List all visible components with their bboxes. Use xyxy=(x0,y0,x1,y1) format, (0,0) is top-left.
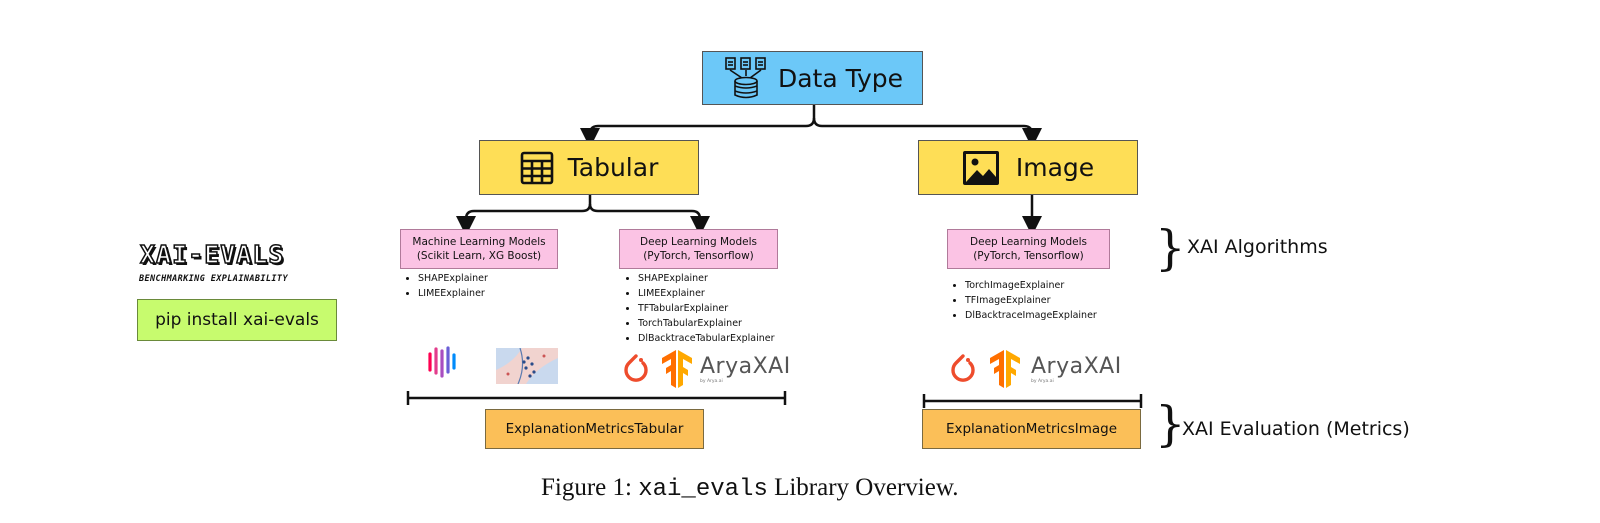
xai-evals-logo-title: XAI-EVALS xyxy=(139,239,285,270)
algorithms-brace: } xyxy=(1155,220,1186,276)
tabular-node: Tabular xyxy=(479,140,699,195)
shap-logo-icon xyxy=(428,346,456,378)
aryaxai-byline: by Arya.ai xyxy=(700,379,723,384)
tensorflow-logo-icon xyxy=(662,350,692,388)
list-item: TorchImageExplainer xyxy=(965,278,1097,293)
data-type-label: Data Type xyxy=(777,63,904,93)
list-item: TFTabularExplainer xyxy=(638,301,775,316)
aryaxai-wordmark: AryaXAI xyxy=(1031,354,1122,379)
list-item: TorchTabularExplainer xyxy=(638,316,775,331)
tensorflow-logo-icon xyxy=(990,350,1020,388)
arrow-root-branches xyxy=(580,104,816,148)
xai-evals-logo-subtitle: BENCHMARKING EXPLAINABILITY xyxy=(139,274,288,284)
metrics-tabular-label: ExplanationMetricsTabular xyxy=(505,421,684,437)
table-icon xyxy=(520,151,553,184)
caption-prefix: Figure 1: xyxy=(541,474,639,501)
model-title: Deep Learning Models xyxy=(970,236,1087,248)
metrics-image-node: ExplanationMetricsImage xyxy=(922,409,1141,449)
list-item: LIMEExplainer xyxy=(418,286,488,301)
dl-image-models-node: Deep Learning Models (PyTorch, Tensorflo… xyxy=(947,229,1110,269)
evaluation-brace: } xyxy=(1155,396,1186,452)
xai-evaluation-label: XAI Evaluation (Metrics) xyxy=(1182,418,1410,440)
pytorch-logo-icon xyxy=(624,354,648,382)
aryaxai-logo: AryaXAI by Arya.ai xyxy=(700,354,791,384)
pytorch-logo-icon xyxy=(951,354,975,382)
list-item: DlBacktraceImageExplainer xyxy=(965,308,1097,323)
model-frameworks: (PyTorch, Tensorflow) xyxy=(973,250,1084,262)
dl-tabular-models-node: Deep Learning Models (PyTorch, Tensorflo… xyxy=(619,229,778,269)
database-documents-icon xyxy=(725,57,766,99)
image-label: Image xyxy=(1015,153,1095,182)
list-item: DlBacktraceTabularExplainer xyxy=(638,331,775,346)
metrics-image-label: ExplanationMetricsImage xyxy=(945,421,1118,437)
xai-algorithms-label: XAI Algorithms xyxy=(1187,236,1328,258)
list-item: LIMEExplainer xyxy=(638,286,775,301)
data-type-node: Data Type xyxy=(702,51,923,105)
lime-logo-icon xyxy=(496,348,558,384)
list-item: SHAPExplainer xyxy=(638,271,775,286)
arrow-tabular-models xyxy=(456,195,592,236)
model-title: Deep Learning Models xyxy=(640,236,757,248)
model-title: Machine Learning Models xyxy=(412,236,546,248)
image-icon xyxy=(962,150,999,185)
dl-tabular-explainer-list: SHAPExplainer LIMEExplainer TFTabularExp… xyxy=(622,271,775,346)
aryaxai-wordmark: AryaXAI xyxy=(700,354,791,379)
dl-image-explainer-list: TorchImageExplainer TFImageExplainer DlB… xyxy=(949,278,1097,323)
caption-suffix: Library Overview. xyxy=(767,474,959,501)
caption-code: xai_evals xyxy=(638,476,768,503)
model-frameworks: (Scikit Learn, XG Boost) xyxy=(416,250,542,262)
ml-explainer-list: SHAPExplainer LIMEExplainer xyxy=(402,271,488,301)
pip-install-command: pip install xai-evals xyxy=(155,310,319,330)
list-item: TFImageExplainer xyxy=(965,293,1097,308)
list-item: SHAPExplainer xyxy=(418,271,488,286)
aryaxai-byline: by Arya.ai xyxy=(1031,379,1054,384)
figure-caption: Figure 1: xai_evals Library Overview. xyxy=(541,474,959,503)
image-node: Image xyxy=(918,140,1138,195)
ml-models-node: Machine Learning Models (Scikit Learn, X… xyxy=(400,229,558,269)
pip-install-badge: pip install xai-evals xyxy=(137,299,337,341)
model-frameworks: (PyTorch, Tensorflow) xyxy=(643,250,754,262)
aryaxai-logo: AryaXAI by Arya.ai xyxy=(1031,354,1122,384)
metrics-tabular-node: ExplanationMetricsTabular xyxy=(485,409,704,449)
tabular-label: Tabular xyxy=(567,153,659,182)
